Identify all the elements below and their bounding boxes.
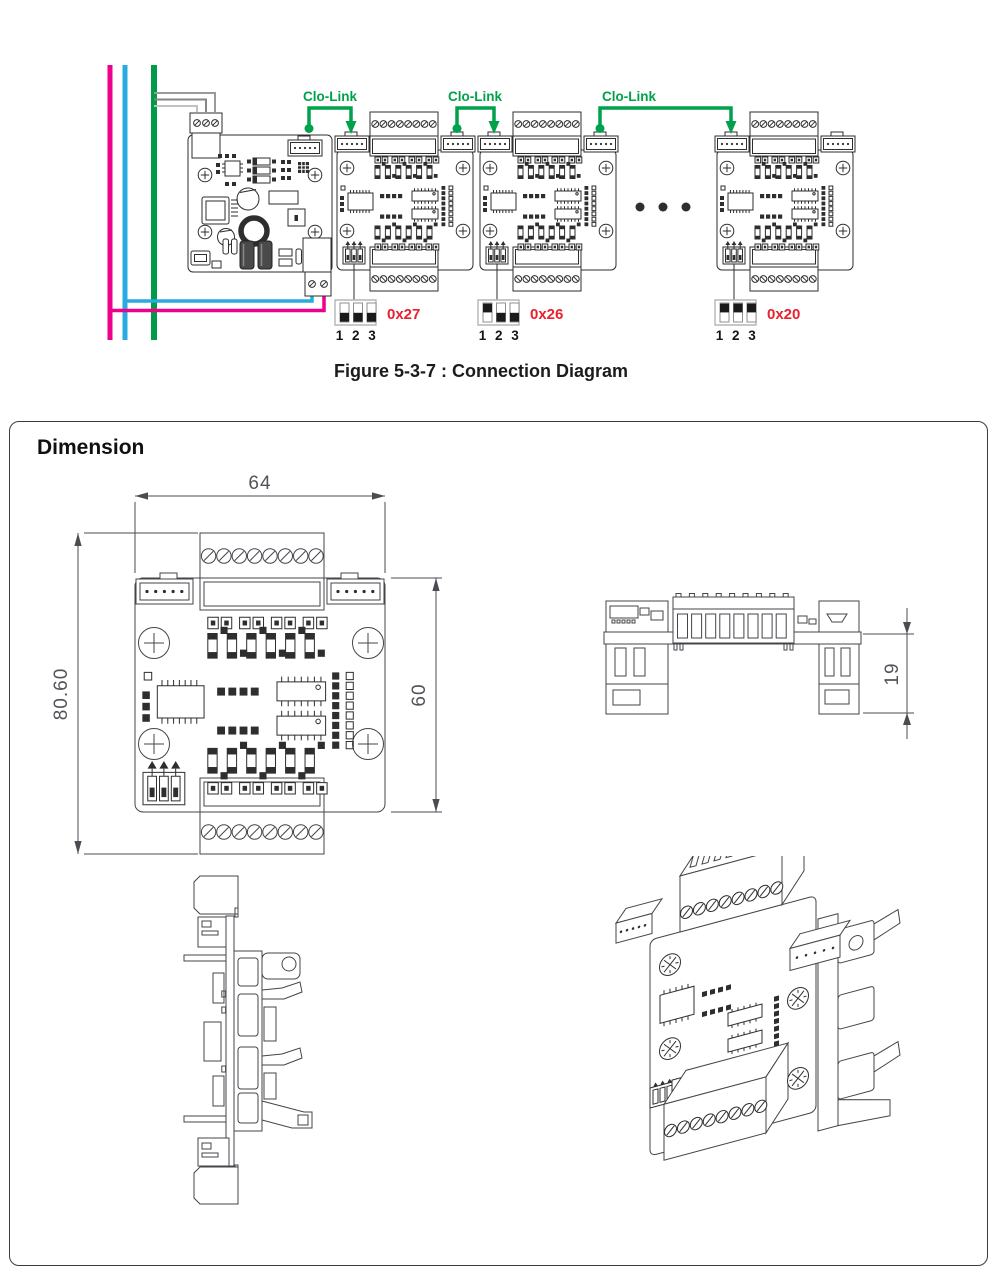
front-view-drawing: 64 80.60 60 [51,473,471,871]
dimension-60: 60 [391,578,442,812]
clip-foot [838,1086,890,1130]
magenta-branch-wire [110,290,324,311]
terminal-top [673,594,794,644]
gray-wire-1 [154,93,215,112]
terminal-screws [201,549,323,563]
clo-link-arrow [488,121,500,134]
iso-bottom-terminal [664,1043,788,1160]
iso-view [616,856,900,1189]
board-height-dimension: 60 [409,683,430,706]
gray-wire-3 [154,106,197,112]
clo-link-label-1: Clo-Link [303,89,357,104]
address-label: 0x26 [530,306,563,323]
clo-link-arrow [725,121,737,134]
top-terminal-block [200,533,324,610]
clip-hook [262,1048,302,1065]
dimension-64: 64 [135,473,385,573]
connector-pins [184,1116,226,1122]
connection-diagram: Clo-Link Clo-Link Clo-Link 1 2 3 0x27 1 … [0,0,1000,343]
master-components [191,154,309,269]
toroid-inductor [241,218,267,244]
iso-top-terminal [680,856,804,932]
diode-row [247,158,276,183]
inductor [202,197,229,224]
terminal-screws [201,825,323,839]
dimension-19: 19 [863,608,914,739]
slave-board-3 [715,112,855,291]
slave-board-2 [478,112,618,291]
power-out-terminal [305,272,331,296]
clip-hook [874,1041,900,1072]
connector-pins [184,955,226,961]
side-view-drawing [151,861,391,1221]
isometric-view-drawing [596,856,956,1226]
capacitor [237,188,259,210]
top-terminal-cover [194,876,238,914]
depth-dimension: 19 [882,662,903,685]
slave-board-1 [335,112,475,291]
dip-setting-slave-2: 1 2 3 0x26 [478,264,563,343]
top-view [604,594,861,715]
clip-hook [262,982,302,999]
clo-link-source-dot [452,124,462,133]
side-view [184,876,312,1204]
dimension-panel: Dimension [9,421,988,1266]
mounting-screws [139,628,384,760]
address-label: 0x27 [387,306,420,323]
ellipsis-more-modules [635,202,691,212]
din-rail-clip [234,951,312,1131]
clo-link-source-dot [595,124,605,133]
dip-numbers: 1 2 3 [479,328,522,343]
electrolytic-cap [258,241,272,269]
clo-link-label-3: Clo-Link [602,89,656,104]
electrolytic-cap [240,241,254,269]
pcb-edge [226,916,234,1166]
dip-numbers: 1 2 3 [336,328,379,343]
bottom-terminal-cover [194,1167,238,1204]
address-label: 0x20 [767,306,800,323]
clo-link-cables: Clo-Link Clo-Link Clo-Link [303,89,737,134]
overall-height-dimension: 80.60 [51,668,72,721]
iso-left-connector [616,899,662,943]
left-connector [136,573,193,604]
right-bracket [798,601,859,714]
crystal-checker [298,162,309,173]
left-bracket [606,601,668,714]
dip-setting-slave-3: 1 2 3 0x20 [715,264,800,343]
right-connector [327,573,384,604]
din-rail-adapter [818,897,900,1135]
panel-title: Dimension [37,436,145,459]
clo-link-arrow [345,121,357,134]
master-board [188,113,332,296]
clo-link-label-2: Clo-Link [448,89,502,104]
output-relay-box [303,238,331,272]
top-view-drawing: 19 [576,556,956,776]
dip-setting-slave-1: 1 2 3 0x27 [335,264,420,343]
usb-connector [191,251,210,265]
gray-wire-2 [154,100,206,113]
figure-caption: Figure 5-3-7 : Connection Diagram [333,361,629,381]
clo-link-source-dot [304,124,314,133]
power-bus-wires [110,65,324,340]
clip-hook [874,909,900,940]
iso-right-connector [790,920,850,970]
dimension-80-60: 80.60 [51,533,198,854]
front-view [135,533,385,854]
dip-numbers: 1 2 3 [716,328,759,343]
width-dimension: 64 [248,473,271,494]
